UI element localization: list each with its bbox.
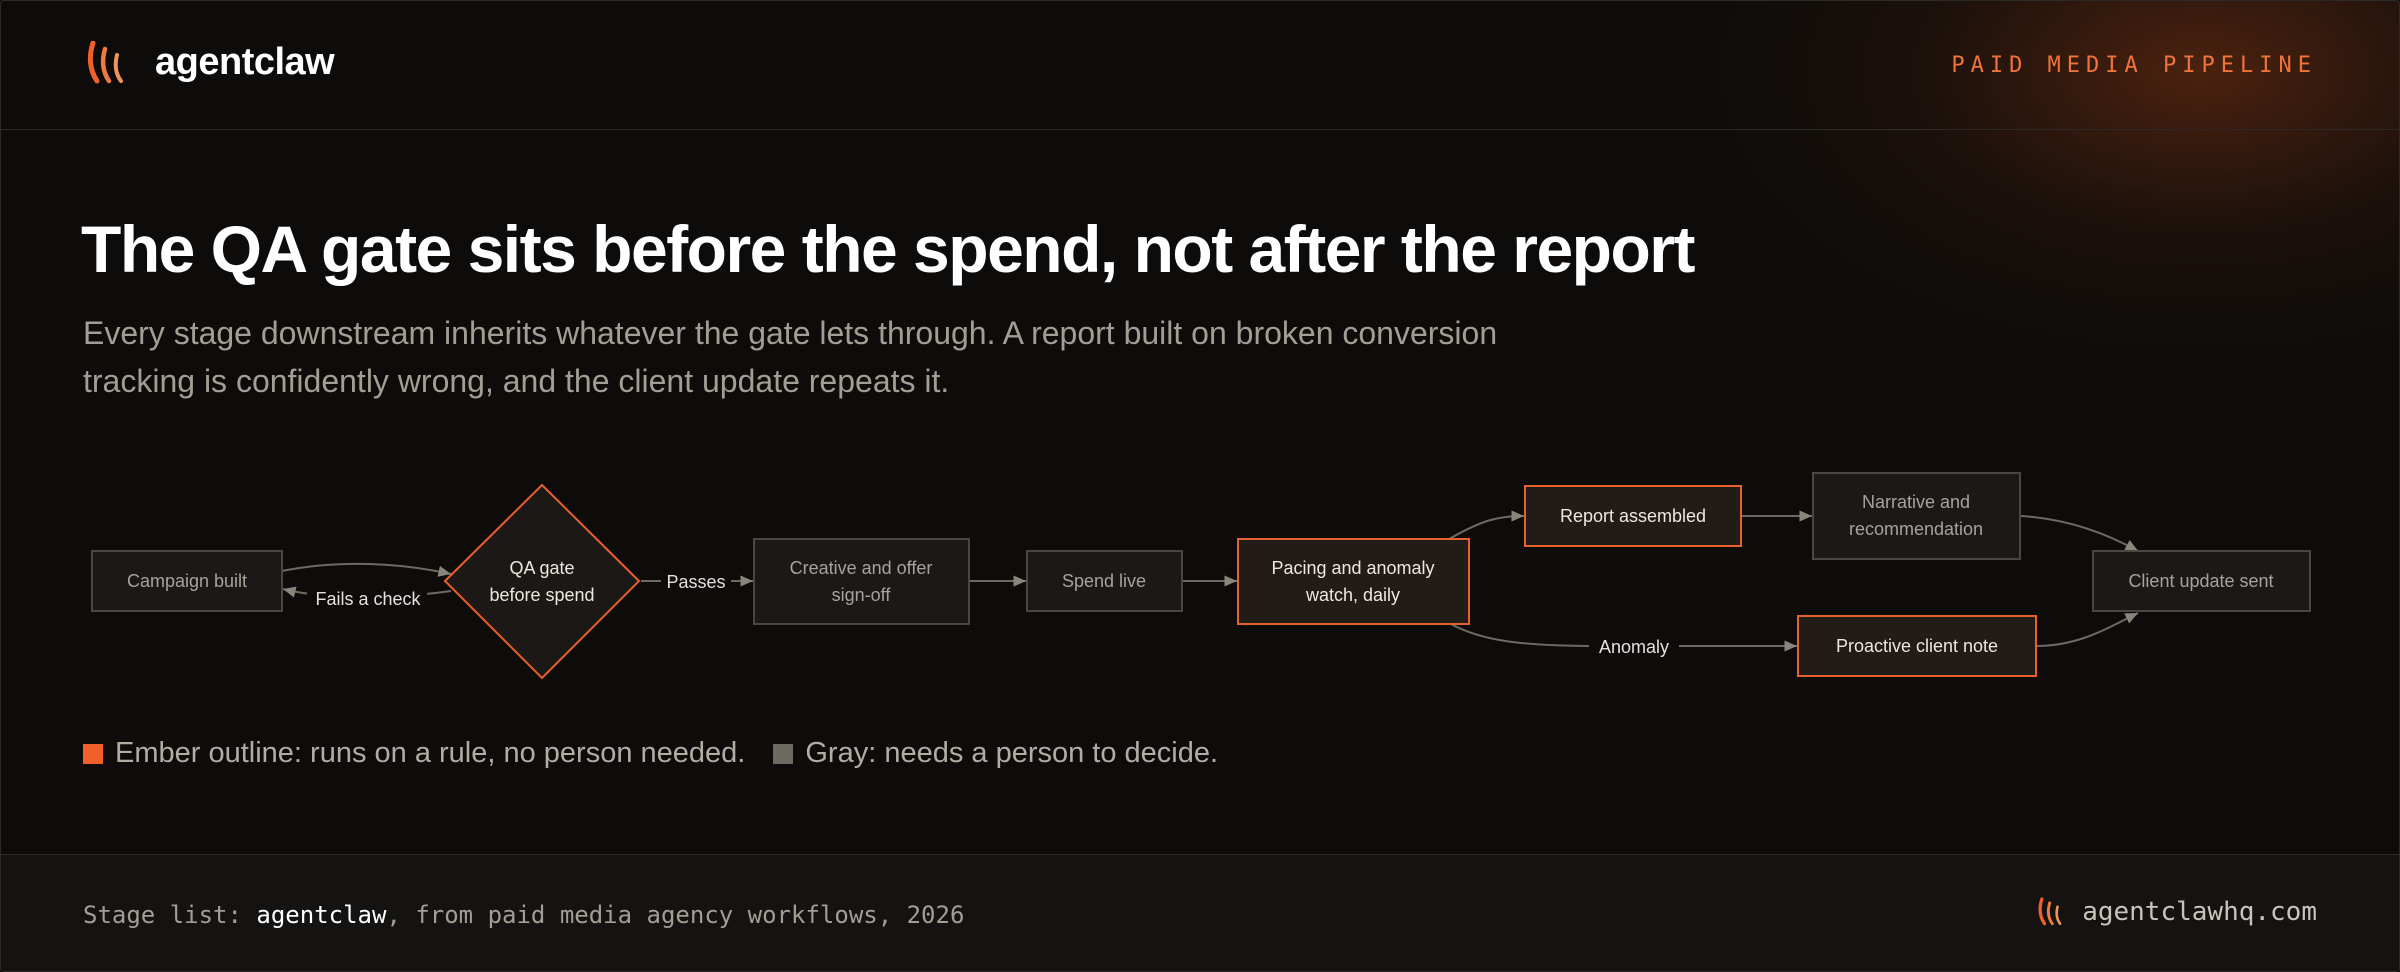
svg-text:Proactive client note: Proactive client note — [1836, 636, 1998, 656]
svg-text:Spend live: Spend live — [1062, 571, 1146, 591]
claw-mark-icon — [2038, 897, 2062, 926]
legend-gray: Gray: needs a person to decide. — [805, 737, 1219, 769]
ember-swatch — [83, 743, 103, 764]
node-report-assembled: Report assembled — [1524, 485, 1742, 547]
node-client-update: Client update sent — [2092, 550, 2311, 612]
edge-label-fails: Fails a check — [315, 589, 421, 609]
node-creative-signoff: Creative and offer sign-off — [753, 538, 970, 625]
svg-text:QA gate: QA gate — [509, 558, 574, 578]
svg-text:watch, daily: watch, daily — [1305, 585, 1400, 605]
node-spend-live: Spend live — [1026, 550, 1183, 612]
node-proactive-note: Proactive client note — [1797, 615, 2037, 677]
svg-text:Campaign built: Campaign built — [127, 571, 247, 591]
page-subtitle: Every stage downstream inherits whatever… — [83, 315, 1498, 399]
page-title: The QA gate sits before the spend, not a… — [81, 212, 1695, 286]
edge-campaign-to-gate — [281, 562, 452, 577]
credit-brand: agentclaw — [256, 901, 387, 929]
svg-text:Report assembled: Report assembled — [1560, 506, 1706, 526]
node-qa-gate: QA gate before spend — [443, 483, 641, 680]
svg-text:recommendation: recommendation — [1849, 519, 1983, 539]
legend-ember: Ember outline: runs on a rule, no person… — [115, 737, 746, 769]
footer-site[interactable]: agentclawhq.com — [2038, 897, 2317, 927]
site-link[interactable]: agentclawhq.com — [2082, 897, 2317, 927]
node-narrative: Narrative and recommendation — [1812, 472, 2021, 560]
header: agentclaw PAID MEDIA PIPELINE — [1, 1, 2399, 130]
node-pacing-watch: Pacing and anomaly watch, daily — [1237, 538, 1470, 625]
edge-note-to-client — [2035, 612, 2139, 647]
svg-text:Creative and offer: Creative and offer — [790, 558, 933, 578]
claw-mark-icon — [87, 41, 123, 84]
edge-narrative-to-client — [2020, 515, 2139, 552]
svg-text:before spend: before spend — [489, 585, 594, 605]
footer: Stage list: agentclaw, from paid media a… — [1, 854, 2399, 971]
svg-text:Narrative and: Narrative and — [1862, 492, 1970, 512]
legend: Ember outline: runs on a rule, no person… — [83, 737, 1218, 770]
node-campaign-built: Campaign built — [91, 550, 283, 612]
brand-name: agentclaw — [155, 41, 335, 83]
footer-credit: Stage list: agentclaw, from paid media a… — [83, 901, 964, 929]
edge-label-anomaly: Anomaly — [1599, 637, 1669, 657]
gray-swatch — [773, 743, 794, 764]
credit-suffix: , from paid media agency workflows, 2026 — [386, 901, 965, 929]
section-label: PAID MEDIA PIPELINE — [1951, 53, 2317, 78]
svg-text:Client update sent: Client update sent — [2128, 571, 2273, 591]
svg-text:sign-off: sign-off — [832, 585, 892, 605]
edge-label-passes: Passes — [666, 572, 725, 592]
svg-text:Pacing and anomaly: Pacing and anomaly — [1271, 558, 1434, 578]
edge-pacing-to-report — [1448, 510, 1525, 540]
credit-prefix: Stage list: — [83, 901, 257, 929]
